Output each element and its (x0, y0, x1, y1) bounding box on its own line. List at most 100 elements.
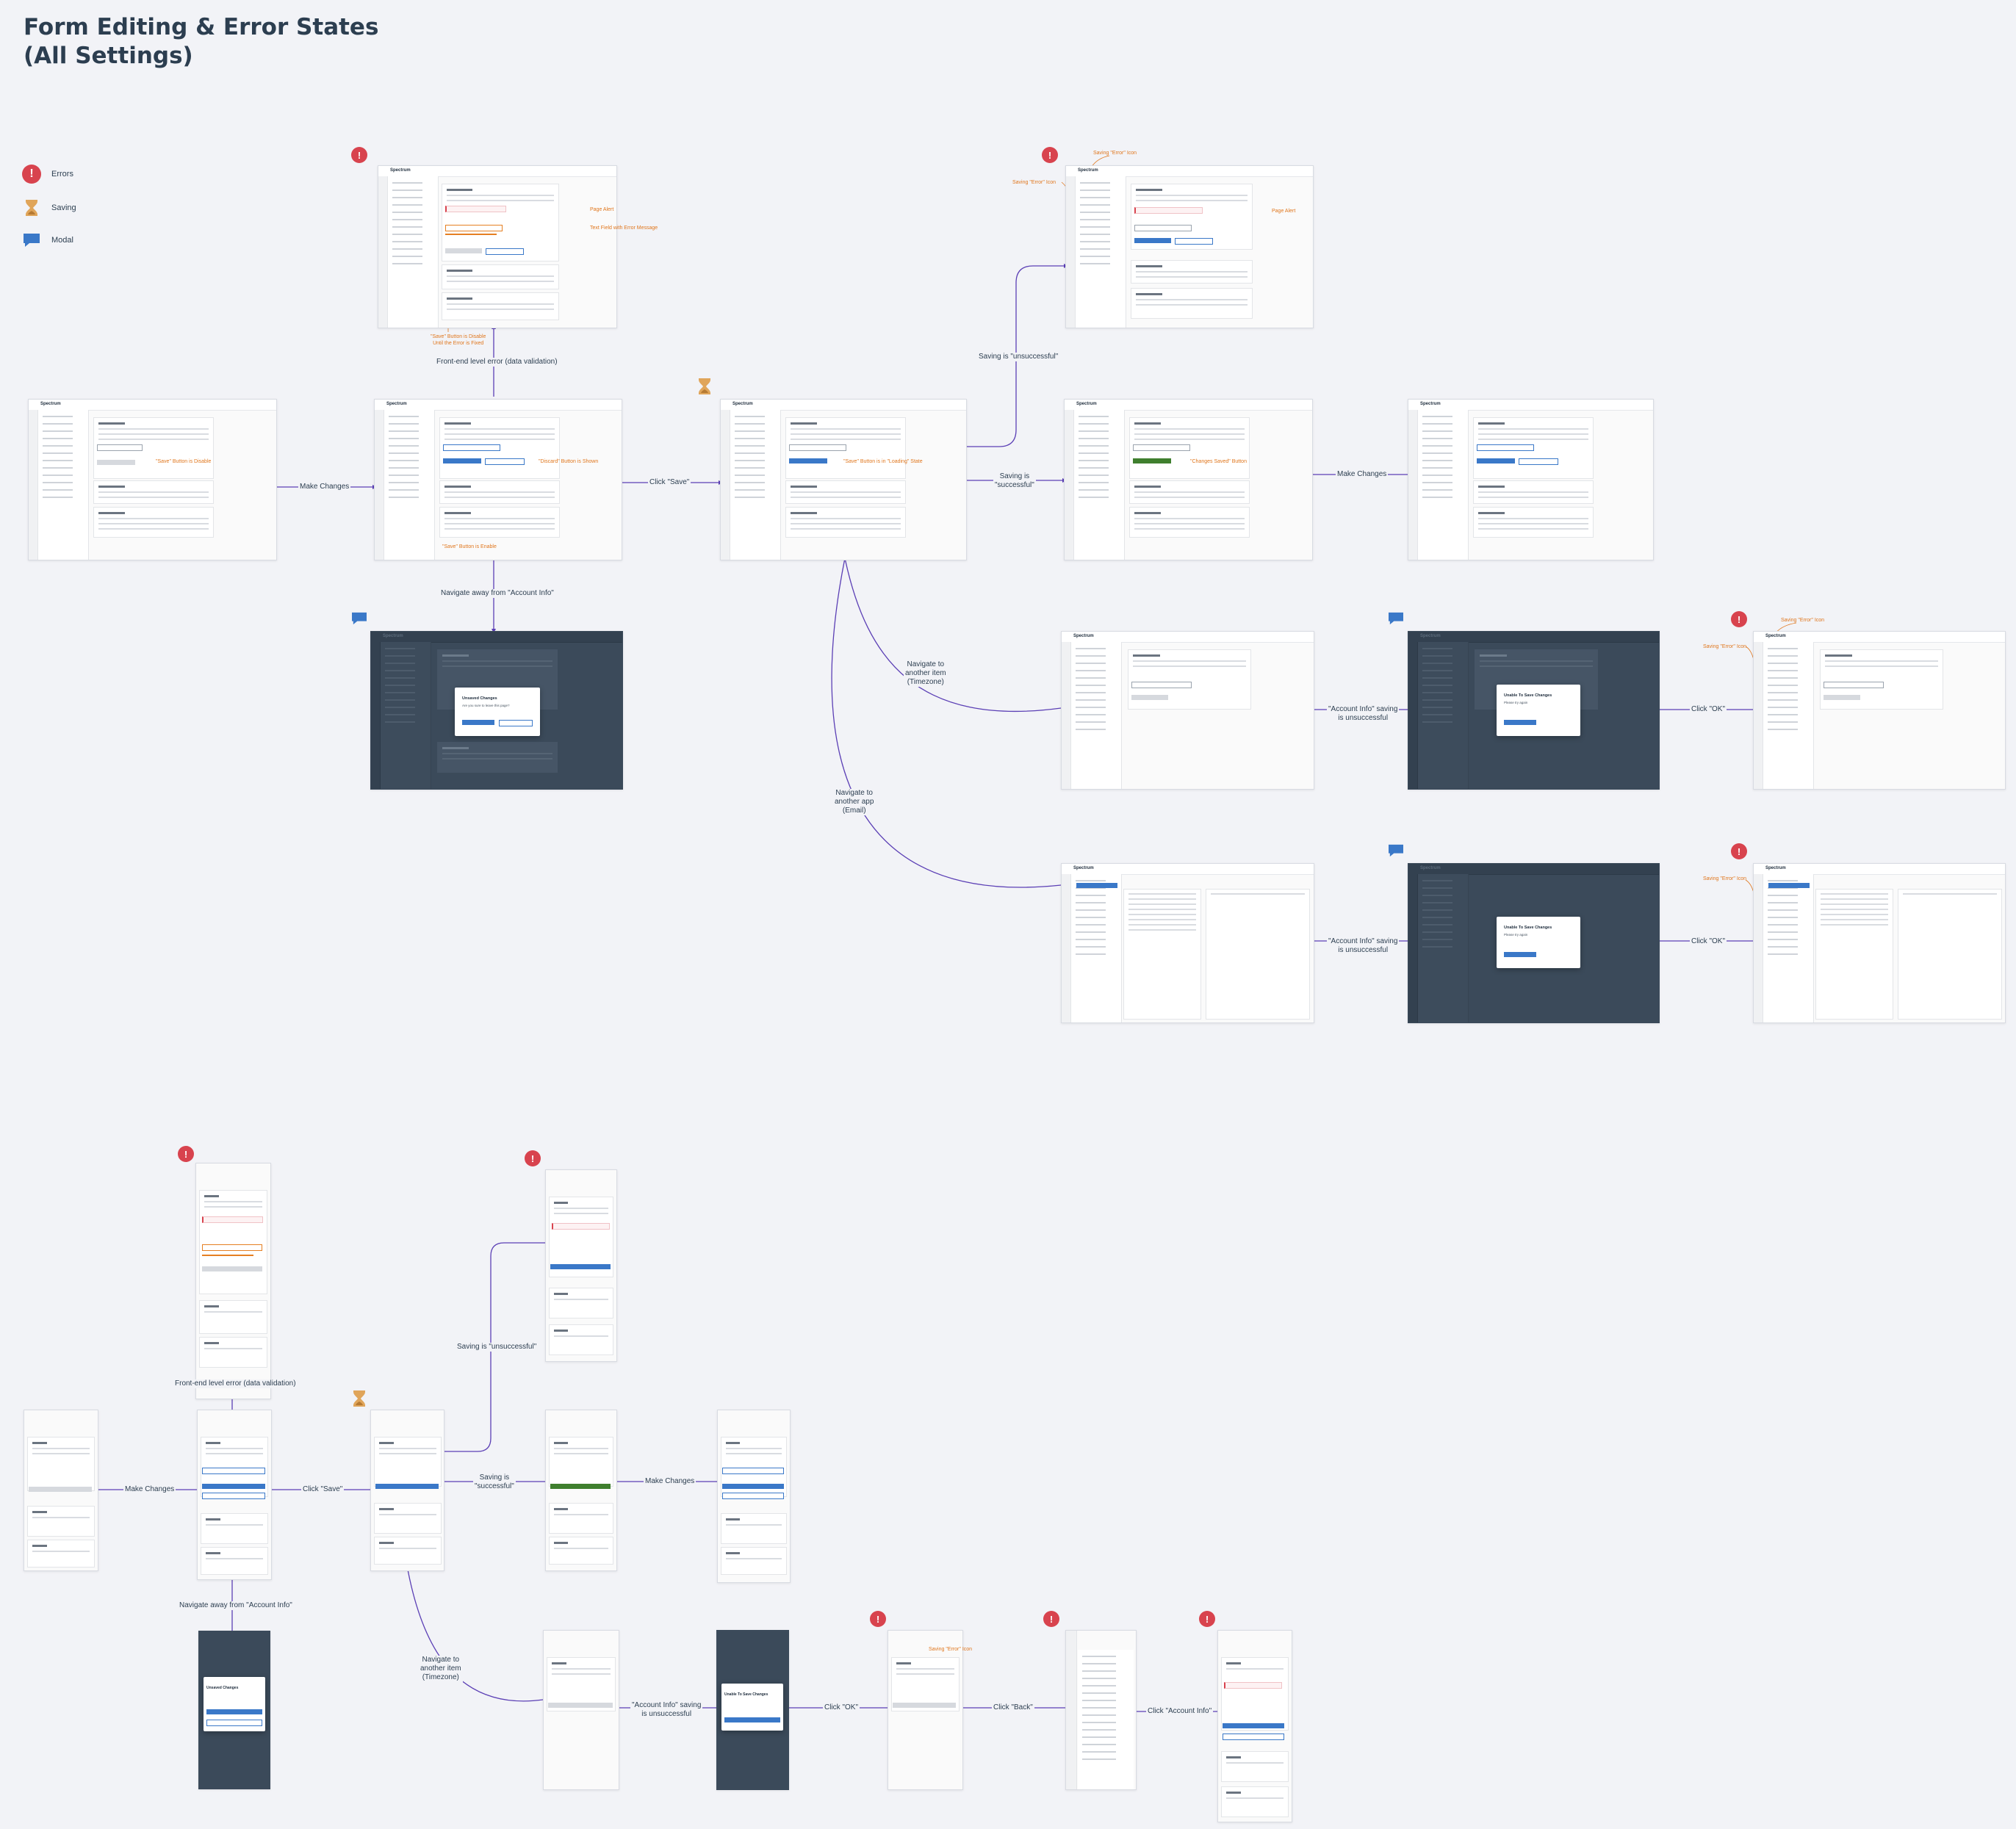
error-icon: ! (1731, 843, 1747, 859)
flow-label: "Account Info" saving is unsuccessful (1327, 937, 1400, 955)
flow-label: "Account Info" saving is unsuccessful (1327, 705, 1400, 723)
save-button[interactable] (1131, 695, 1168, 700)
save-button[interactable] (550, 1264, 611, 1269)
screen-email-app: Spectrum (1061, 863, 1314, 1023)
brand-logo: Spectrum (383, 634, 403, 638)
brand-logo: Spectrum (40, 402, 61, 406)
flow-label: Make Changes (123, 1485, 176, 1494)
error-icon: ! (1731, 611, 1747, 627)
dialog-secondary-button[interactable] (499, 720, 533, 726)
dialog-title: Unable To Save Changes (1504, 693, 1552, 698)
dialog-title: Unable To Save Changes (1504, 926, 1552, 930)
compose-button[interactable] (1768, 883, 1810, 888)
dialog-ok-button[interactable] (724, 1717, 780, 1722)
flow-label: Make Changes (644, 1477, 696, 1486)
screen-email-error: Spectrum (1753, 863, 2006, 1023)
annotation: Saving "Error" Icon (1781, 618, 1825, 623)
discard-button[interactable] (486, 248, 524, 255)
mobile-editing (197, 1410, 272, 1580)
save-button[interactable] (893, 1703, 956, 1708)
dialog-subtitle: Please try again (1504, 701, 1528, 704)
mobile-timezone-unable-modal: Unable To Save Changes (716, 1630, 789, 1790)
page-alert (1224, 1682, 1282, 1689)
flow-label: Click "Save" (301, 1485, 345, 1494)
annotation: Saving "Error" Icon (1012, 180, 1056, 185)
save-button[interactable] (29, 1487, 92, 1492)
brand-logo: Spectrum (1073, 634, 1094, 638)
annotation: "Save" Button is Disable (156, 459, 212, 464)
discard-button[interactable] (202, 1493, 265, 1499)
dialog-subtitle: Please try again (1504, 933, 1528, 937)
brand-logo: Spectrum (1078, 168, 1098, 173)
dialog-ok-button[interactable] (1504, 952, 1536, 957)
unsaved-changes-dialog: Unsaved Changes Are you sure to leave th… (455, 688, 540, 736)
annotation: "Save" Button is Enable (442, 544, 497, 549)
chat-bubble-icon (1387, 843, 1405, 862)
dialog-primary-button[interactable] (206, 1709, 262, 1714)
screen-account-info-editing-again: Spectrum (1408, 399, 1654, 560)
discard-button[interactable] (1175, 238, 1213, 245)
error-icon: ! (1043, 1611, 1059, 1627)
dialog-ok-button[interactable] (1504, 720, 1536, 725)
dialog-subtitle: Are you sure to leave this page? (462, 704, 510, 707)
annotation: "Save" Button is Disable Until the Error… (431, 334, 486, 346)
annotation: Page Alert (590, 207, 614, 212)
brand-logo: Spectrum (386, 402, 407, 406)
screen-account-info-error-1: Spectrum (1753, 631, 2006, 790)
save-button[interactable] (202, 1484, 265, 1489)
hourglass-icon (698, 378, 711, 399)
save-button[interactable] (1824, 695, 1860, 700)
screen-unsaved-changes-modal: Spectrum Unsaved Changes Are you sure to… (370, 631, 623, 790)
mobile-initial (24, 1410, 98, 1571)
legend-errors: ! Errors (22, 165, 73, 184)
mobile-editing-again (717, 1410, 791, 1583)
legend-label: Errors (51, 170, 73, 178)
brand-logo: Spectrum (1765, 634, 1786, 638)
page-alert (552, 1223, 610, 1230)
screen-account-info-initial: Spectrum (28, 399, 277, 560)
dialog-secondary-button[interactable] (206, 1720, 262, 1726)
save-button[interactable] (548, 1703, 613, 1708)
mobile-saved (545, 1410, 617, 1571)
annotation: Saving "Error" Icon (929, 1647, 973, 1652)
mobile-settings-menu (1065, 1630, 1137, 1790)
legend-label: Saving (51, 203, 76, 212)
save-button[interactable] (97, 460, 135, 465)
dialog-primary-button[interactable] (462, 720, 494, 725)
save-button[interactable] (1223, 1723, 1284, 1728)
screen-account-info-saving: Spectrum (720, 399, 967, 560)
flow-label: Saving is "unsuccessful" (456, 1343, 539, 1352)
flow-label: Make Changes (298, 483, 351, 491)
save-button[interactable] (1134, 238, 1171, 243)
save-button[interactable] (722, 1484, 784, 1489)
page-alert (202, 1216, 263, 1223)
save-button[interactable] (445, 248, 482, 253)
save-button[interactable] (443, 458, 481, 463)
flow-label: Click "OK" (1690, 937, 1727, 946)
save-button[interactable] (1477, 458, 1515, 463)
flow-label: Navigate away from "Account Info" (178, 1601, 294, 1610)
mobile-timezone (543, 1630, 619, 1790)
compose-button[interactable] (1076, 883, 1117, 888)
chat-bubble-icon (1387, 611, 1405, 629)
screen-account-info-saved: Spectrum (1064, 399, 1313, 560)
save-button-loading[interactable] (789, 458, 827, 463)
page-alert (445, 206, 506, 212)
save-button[interactable] (202, 1266, 262, 1271)
changes-saved-button[interactable] (550, 1484, 611, 1489)
annotation: "Save" Button is in "Loading" State (843, 459, 923, 464)
flow-label: Navigate to another app (Email) (833, 789, 876, 815)
save-button-loading[interactable] (375, 1484, 439, 1489)
discard-button[interactable] (1223, 1734, 1284, 1740)
brand-logo: Spectrum (1420, 402, 1441, 406)
brand-logo: Spectrum (1073, 866, 1094, 870)
flow-label: Saving is "successful" (473, 1473, 516, 1491)
discard-button[interactable] (1519, 458, 1558, 465)
screen-saving-unsuccessful: Spectrum (1065, 165, 1314, 328)
discard-button[interactable] (485, 458, 525, 465)
chat-bubble-icon (22, 231, 41, 250)
flow-label: Navigate away from "Account Info" (439, 589, 555, 598)
discard-button[interactable] (722, 1493, 784, 1499)
changes-saved-button[interactable] (1133, 458, 1171, 463)
hourglass-icon (22, 198, 41, 217)
